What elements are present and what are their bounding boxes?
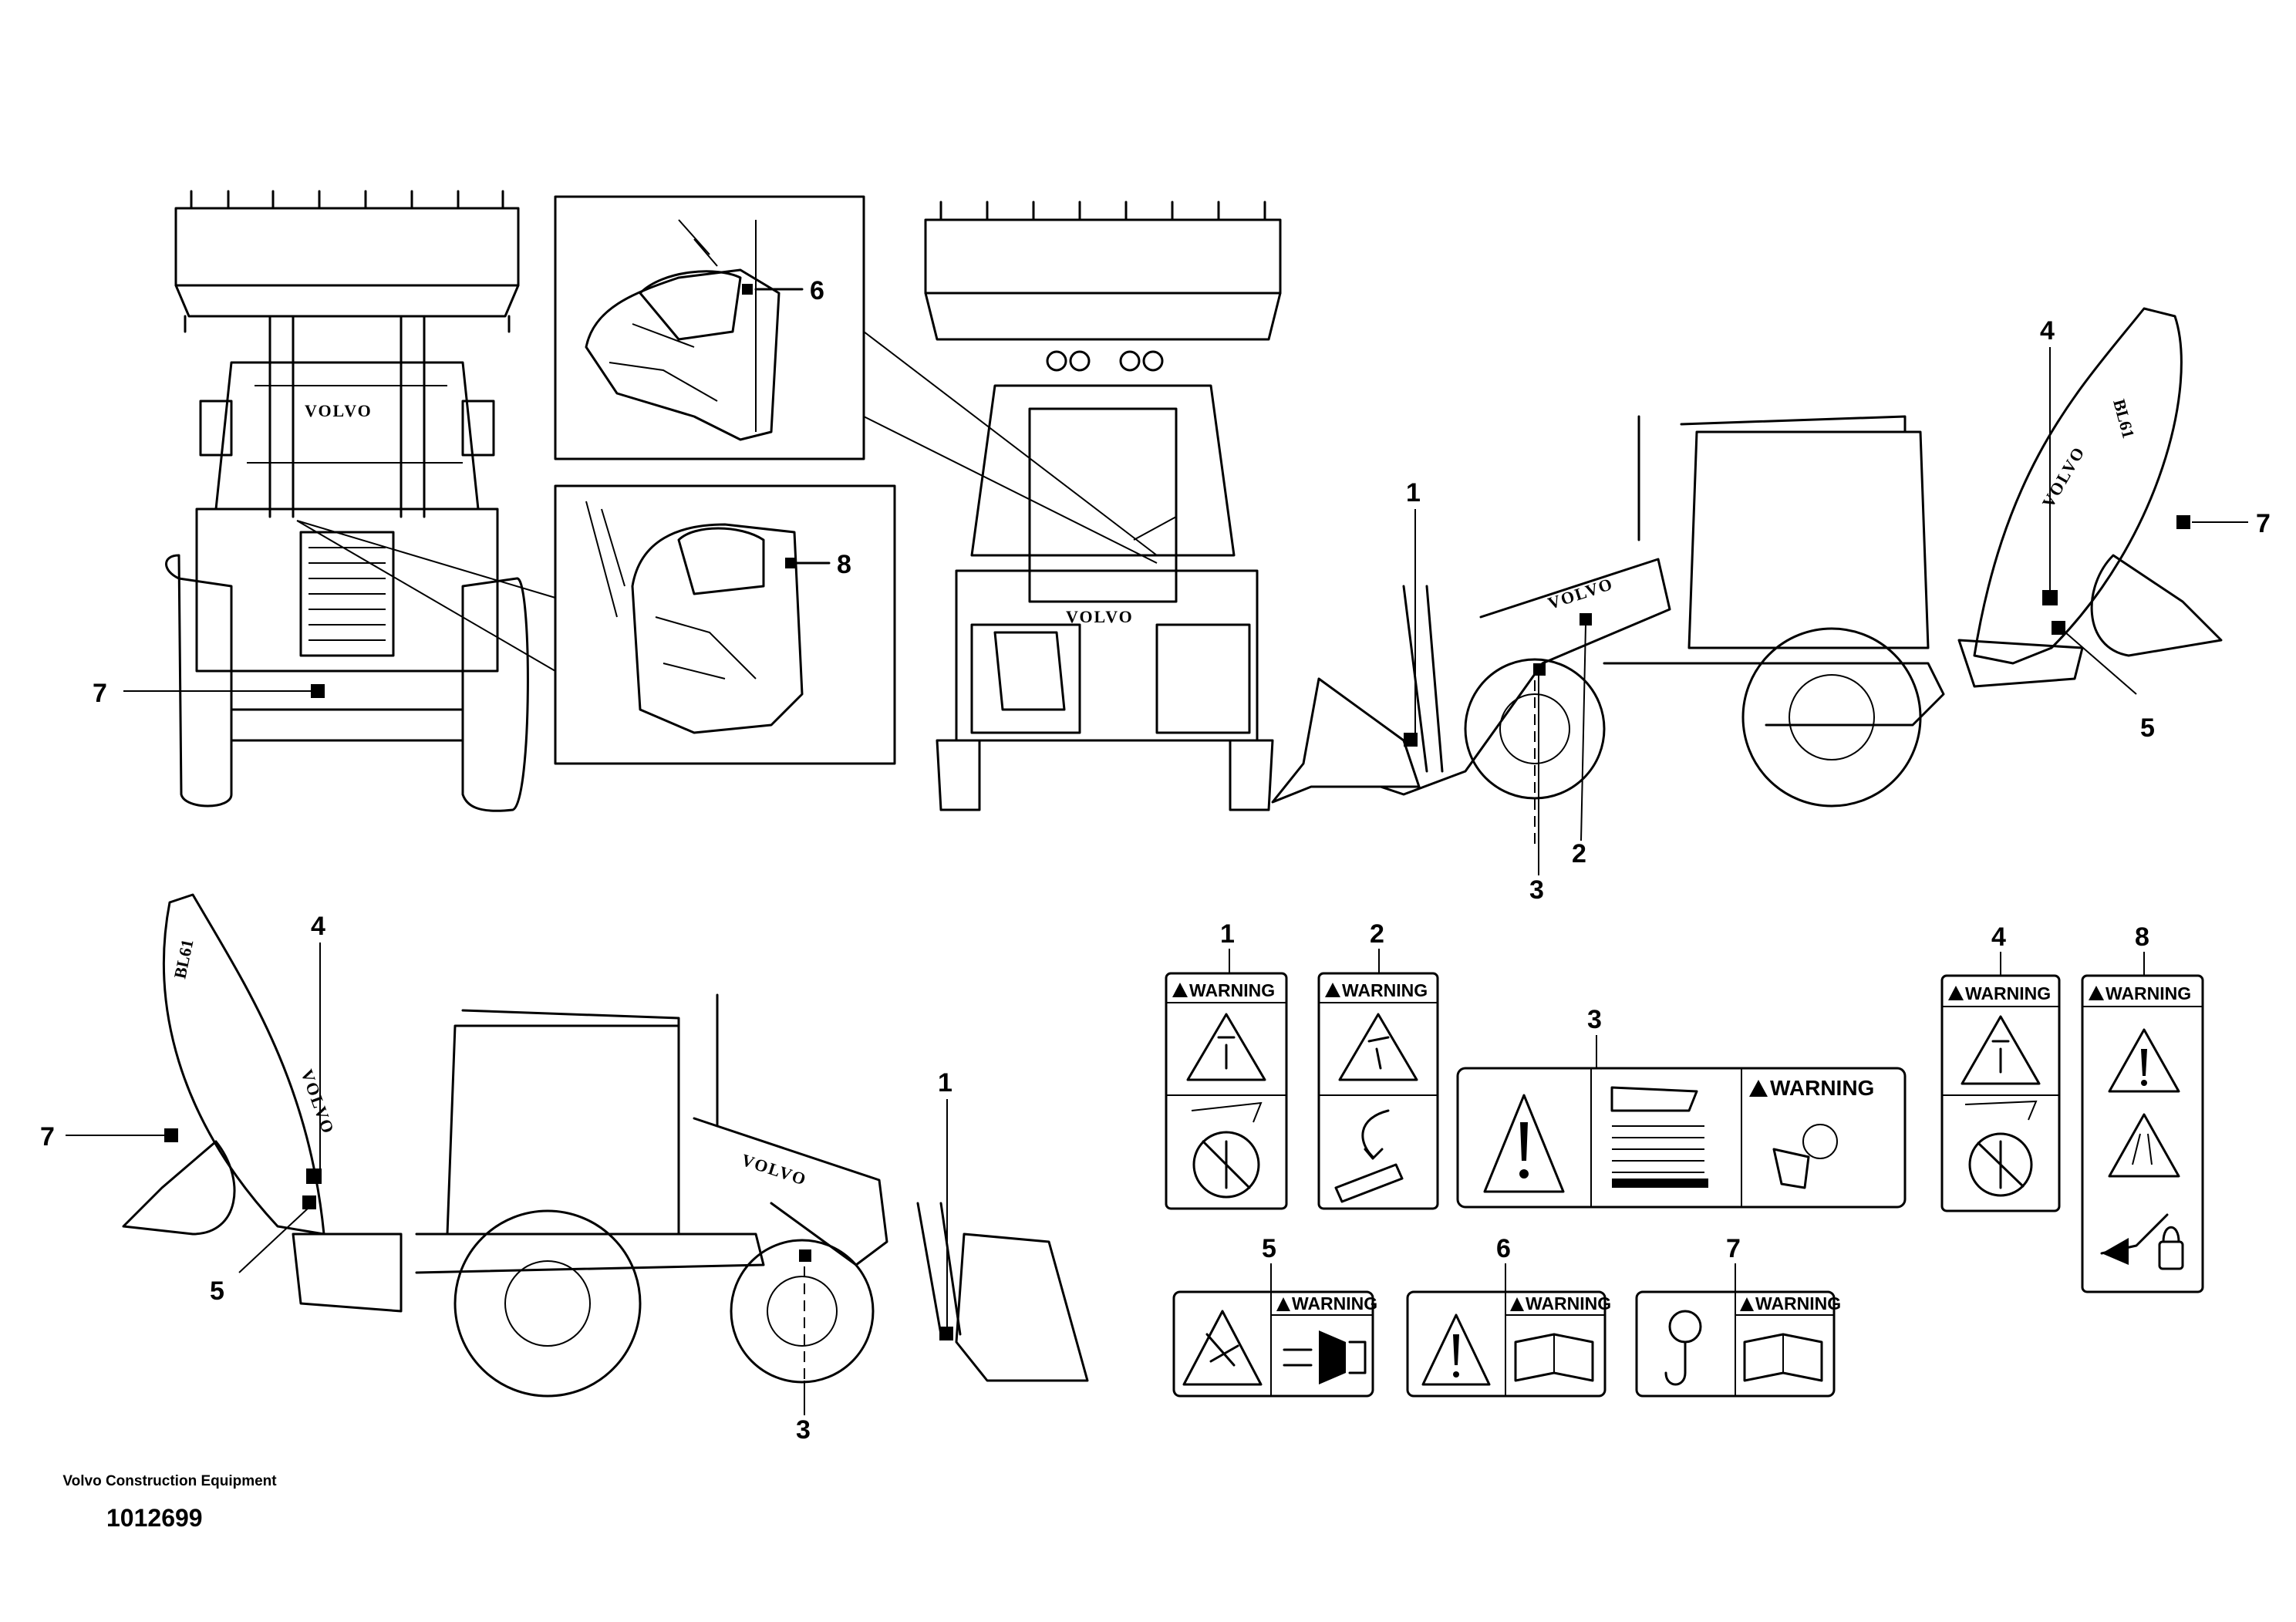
front-view-machine-left: VOLVO [165,190,529,812]
callout-3-lower: 3 [796,1415,811,1445]
decal-1-warning-label: WARNING [1189,980,1275,1000]
decal-marker-6 [742,284,753,295]
warning-decal-4: 4 WARNING [1940,922,2061,1212]
callout-5-lower: 5 [210,1276,224,1306]
document-footer: Volvo Construction Equipment 1012699 [54,1472,285,1533]
decal-5-warning-label: WARNING [1292,1293,1377,1313]
decal-2-warning-label: WARNING [1342,980,1428,1000]
decal-marker-7-lower [164,1128,178,1142]
brand-text-side-lower: VOLVO [739,1150,809,1189]
inset-leader-lines [296,331,1158,672]
decal-marker-2-upper [1580,613,1592,626]
boom-text-lower: BL61 [170,938,197,980]
company-name: Volvo Construction Equipment [62,1473,277,1489]
decal-marker-5-lower [302,1195,316,1209]
decal-marker-3-upper [1533,663,1546,676]
document-number: 1012699 [106,1504,203,1532]
brand-text-front-left: VOLVO [305,401,373,420]
callout-5-upper: 5 [2140,713,2155,743]
brand-text-boom-upper: VOLVO [2038,443,2089,511]
detail-inset-upper [554,195,865,460]
callout-8: 8 [837,550,851,579]
decal-8-warning-label: WARNING [2106,983,2191,1003]
brand-text-rear: VOLVO [1066,607,1134,626]
decal-title-7: 7 [1726,1234,1741,1263]
decal-marker-1-lower [939,1327,953,1340]
detail-inset-lower [554,484,896,765]
callout-numbers: 7 6 8 1 2 3 4 5 7 4 5 7 1 3 [40,276,2271,1445]
decal-title-5: 5 [1262,1234,1276,1263]
decal-title-3: 3 [1587,1005,1602,1034]
brand-text-side-upper: VOLVO [1546,574,1616,613]
callout-7-upper: 7 [2256,509,2271,538]
decal-4-warning-label: WARNING [1965,983,2051,1003]
decal-6-warning-label: WARNING [1526,1293,1611,1313]
boom-text-upper: BL61 [2109,397,2138,440]
callout-4-upper: 4 [2040,316,2055,346]
warning-decal-8: 8 WARNING [2081,922,2204,1293]
callout-leaders [66,347,2248,1415]
warning-decal-1: 1 WARNING [1165,919,1288,1210]
decal-marker-5-upper [2052,621,2065,635]
warning-decal-6: 6 WARNING [1406,1234,1611,1398]
warning-decal-3: 3 WARNING [1456,1005,1907,1209]
decal-3-warning-label: WARNING [1770,1076,1874,1100]
decal-marker-7-upper [2176,515,2190,529]
decal-title-2: 2 [1370,919,1384,949]
bucket-teeth-left [190,190,504,210]
decal-title-6: 6 [1496,1234,1511,1263]
decal-marker-4-upper [2042,590,2058,605]
callout-1-lower: 1 [938,1068,952,1098]
callout-2-upper: 2 [1572,839,1586,868]
callout-7-lower: 7 [40,1122,55,1152]
rear-view-machine: VOLVO [924,201,1282,811]
decal-marker-7-front [311,684,325,698]
warning-decal-7: 7 WARNING [1635,1234,1841,1398]
decal-7-warning-label: WARNING [1755,1293,1841,1313]
warning-decal-5: 5 WARNING [1172,1234,1377,1398]
side-view-machine-lower-left: VOLVO BL61 VOLVO [122,893,1089,1398]
decal-marker-4-lower [306,1168,322,1184]
callout-1-upper: 1 [1406,478,1421,508]
callout-4-lower: 4 [311,912,325,941]
decal-title-1: 1 [1220,919,1235,949]
decal-marker-8 [785,558,796,568]
callout-3-upper: 3 [1529,875,1544,905]
callout-7-front: 7 [93,679,107,708]
decal-title-4: 4 [1991,922,2006,952]
decal-marker-1-upper [1404,733,1418,747]
callout-6: 6 [810,276,824,305]
decal-title-8: 8 [2135,922,2149,952]
warning-decal-2: 2 WARNING [1317,919,1439,1210]
